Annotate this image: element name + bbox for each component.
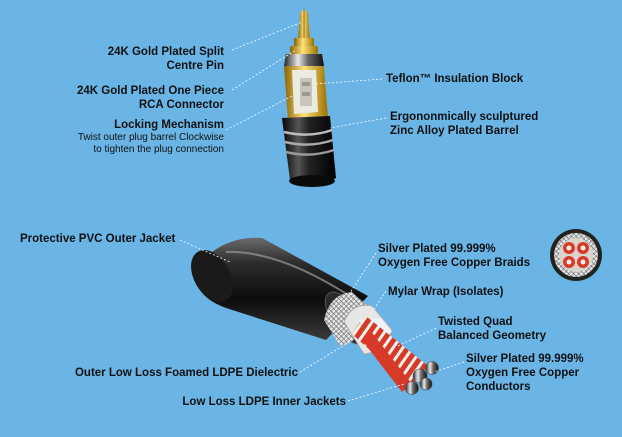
label-barrel-line1: Ergononmically sculptured <box>390 111 539 123</box>
label-teflon: Teflon™ Insulation Block <box>386 73 524 85</box>
label-rca-line1: 24K Gold Plated One Piece <box>77 85 224 97</box>
label-twisted-quad: Twisted Quad Balanced Geometry <box>438 315 546 343</box>
label-mylar-wrap: Mylar Wrap (Isolates) <box>388 285 503 299</box>
label-centre-pin-line1: 24K Gold Plated Split <box>107 46 224 58</box>
label-lock-title: Locking Mechanism <box>114 119 224 131</box>
rca-plug <box>225 9 387 187</box>
cross-section-icon <box>550 229 602 281</box>
label-rca-line2: RCA Connector <box>138 99 224 111</box>
plug-body <box>284 54 324 66</box>
label-zinc-barrel: Ergononmically sculptured Zinc Alloy Pla… <box>390 110 538 138</box>
twisted-quad <box>352 316 428 392</box>
label-cond-line2: Oxygen Free Copper <box>466 367 580 379</box>
label-ldpe-inner-text: Low Loss LDPE Inner Jackets <box>182 396 346 408</box>
label-ldpe-dielectric: Outer Low Loss Foamed LDPE Dielectric <box>75 366 298 380</box>
label-lock-desc2: to tighten the plug connection <box>93 144 224 155</box>
label-cond-line1: Silver Plated 99.999% <box>466 353 584 365</box>
label-ldpe-dielectric-text: Outer Low Loss Foamed LDPE Dielectric <box>74 367 298 379</box>
label-rca-connector: 24K Gold Plated One Piece RCA Connector <box>77 84 224 112</box>
label-centre-pin-line2: Centre Pin <box>166 60 224 72</box>
cable-cutaway <box>179 237 465 402</box>
label-locking-mechanism: Locking Mechanism Twist outer plug barre… <box>78 118 224 156</box>
label-braid-line1: Silver Plated 99.999% <box>378 243 496 255</box>
label-braid-line2: Oxygen Free Copper Braids <box>378 257 531 269</box>
label-ldpe-inner: Low Loss LDPE Inner Jackets <box>182 395 346 409</box>
label-centre-pin: 24K Gold Plated Split Centre Pin <box>108 45 224 73</box>
label-pvc-jacket: Protective PVC Outer Jacket <box>20 232 175 246</box>
pvc-jacket <box>197 237 368 340</box>
label-quad-line1: Twisted Quad <box>438 316 513 328</box>
label-lock-desc1: Twist outer plug barrel Clockwise <box>77 132 224 143</box>
label-copper-braids: Silver Plated 99.999% Oxygen Free Copper… <box>378 242 530 270</box>
label-conductors: Silver Plated 99.999% Oxygen Free Copper… <box>466 352 584 394</box>
plug-leader-lines <box>225 21 387 131</box>
label-barrel-line2: Zinc Alloy Plated Barrel <box>390 125 519 137</box>
label-cond-line3: Conductors <box>466 381 531 393</box>
label-teflon-block: Teflon™ Insulation Block <box>386 72 523 86</box>
label-mylar: Mylar Wrap (Isolates) <box>388 286 504 298</box>
zinc-barrel <box>282 116 336 185</box>
cable-leader-lines <box>179 239 465 402</box>
conductors <box>405 361 439 395</box>
rca-connector <box>294 38 314 46</box>
label-pvc: Protective PVC Outer Jacket <box>20 233 176 245</box>
label-quad-line2: Balanced Geometry <box>438 330 547 342</box>
